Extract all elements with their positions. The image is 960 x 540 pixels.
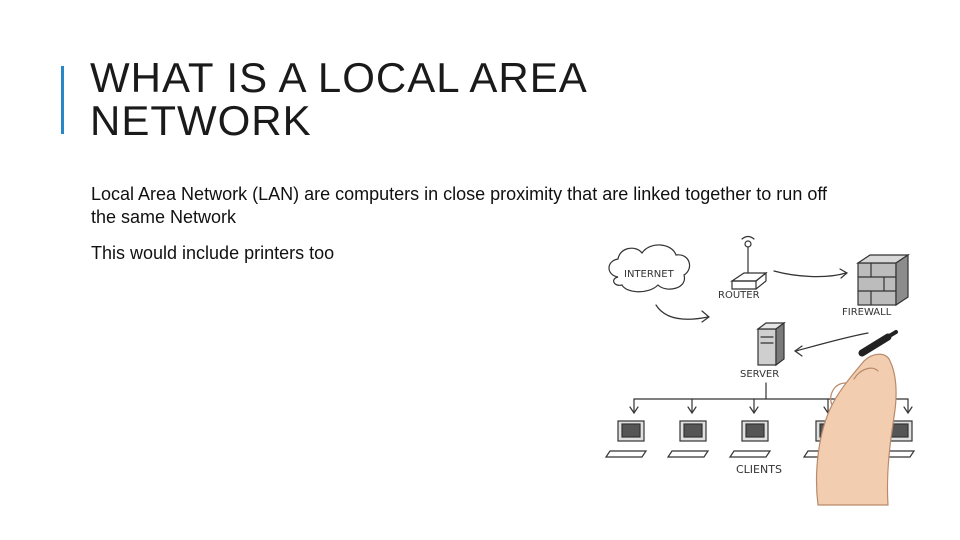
slide-title-line-1: WHAT IS A LOCAL AREA [90, 54, 588, 101]
router-icon [730, 235, 768, 290]
label-internet: INTERNET [624, 269, 675, 280]
label-router: ROUTER [718, 290, 760, 301]
bullet-printers: This would include printers too [91, 243, 335, 263]
slide-title-line-2: NETWORK [90, 97, 312, 144]
cloud-icon [608, 244, 691, 293]
slide-title: WHAT IS A LOCAL AREA NETWORK [90, 56, 850, 142]
client-computer-icon [666, 420, 710, 458]
label-firewall: FIREWALL [842, 307, 892, 318]
bullet-lan-definition: Local Area Network (LAN) are computers i… [91, 184, 828, 227]
hand-with-marker-icon [815, 330, 898, 506]
slide-body: Local Area Network (LAN) are computers i… [91, 183, 831, 278]
label-server: SERVER [740, 369, 779, 380]
title-accent-bar [61, 66, 64, 134]
label-clients: CLIENTS [736, 463, 782, 476]
client-computer-icon [728, 420, 772, 458]
server-icon [756, 321, 786, 367]
client-computer-icon [604, 420, 648, 458]
lan-diagram: INTERNET ROUTER [596, 233, 926, 508]
firewall-icon [856, 253, 910, 307]
